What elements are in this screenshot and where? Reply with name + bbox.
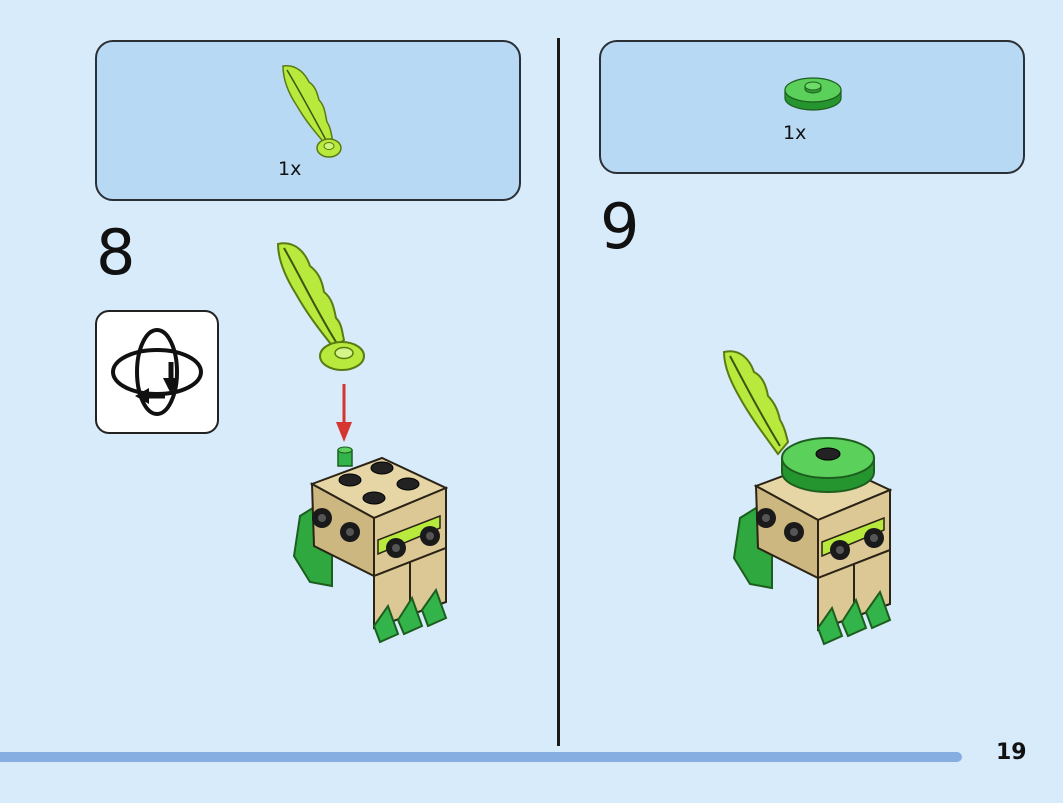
rotate-model-callout xyxy=(95,310,219,434)
lime-leaf-icon xyxy=(276,242,365,371)
placement-arrow xyxy=(336,384,352,442)
step-divider xyxy=(557,38,560,746)
step-8-parts-box: 1x xyxy=(95,40,521,201)
step-8-illustration xyxy=(276,242,449,644)
page-number: 19 xyxy=(996,740,1027,765)
page-progress-bar xyxy=(0,752,962,762)
rotate-model-icon xyxy=(111,328,203,416)
step-number: 8 xyxy=(96,216,136,289)
part-quantity: 1x xyxy=(783,122,807,144)
part-quantity: 1x xyxy=(278,158,302,180)
lime-leaf-icon xyxy=(282,65,342,158)
step-9-parts-box: 1x xyxy=(599,40,1025,174)
step-number: 9 xyxy=(600,190,640,263)
lime-leaf-icon xyxy=(722,350,790,456)
green-round-tile-icon xyxy=(784,77,842,111)
step-9-illustration xyxy=(722,350,893,646)
